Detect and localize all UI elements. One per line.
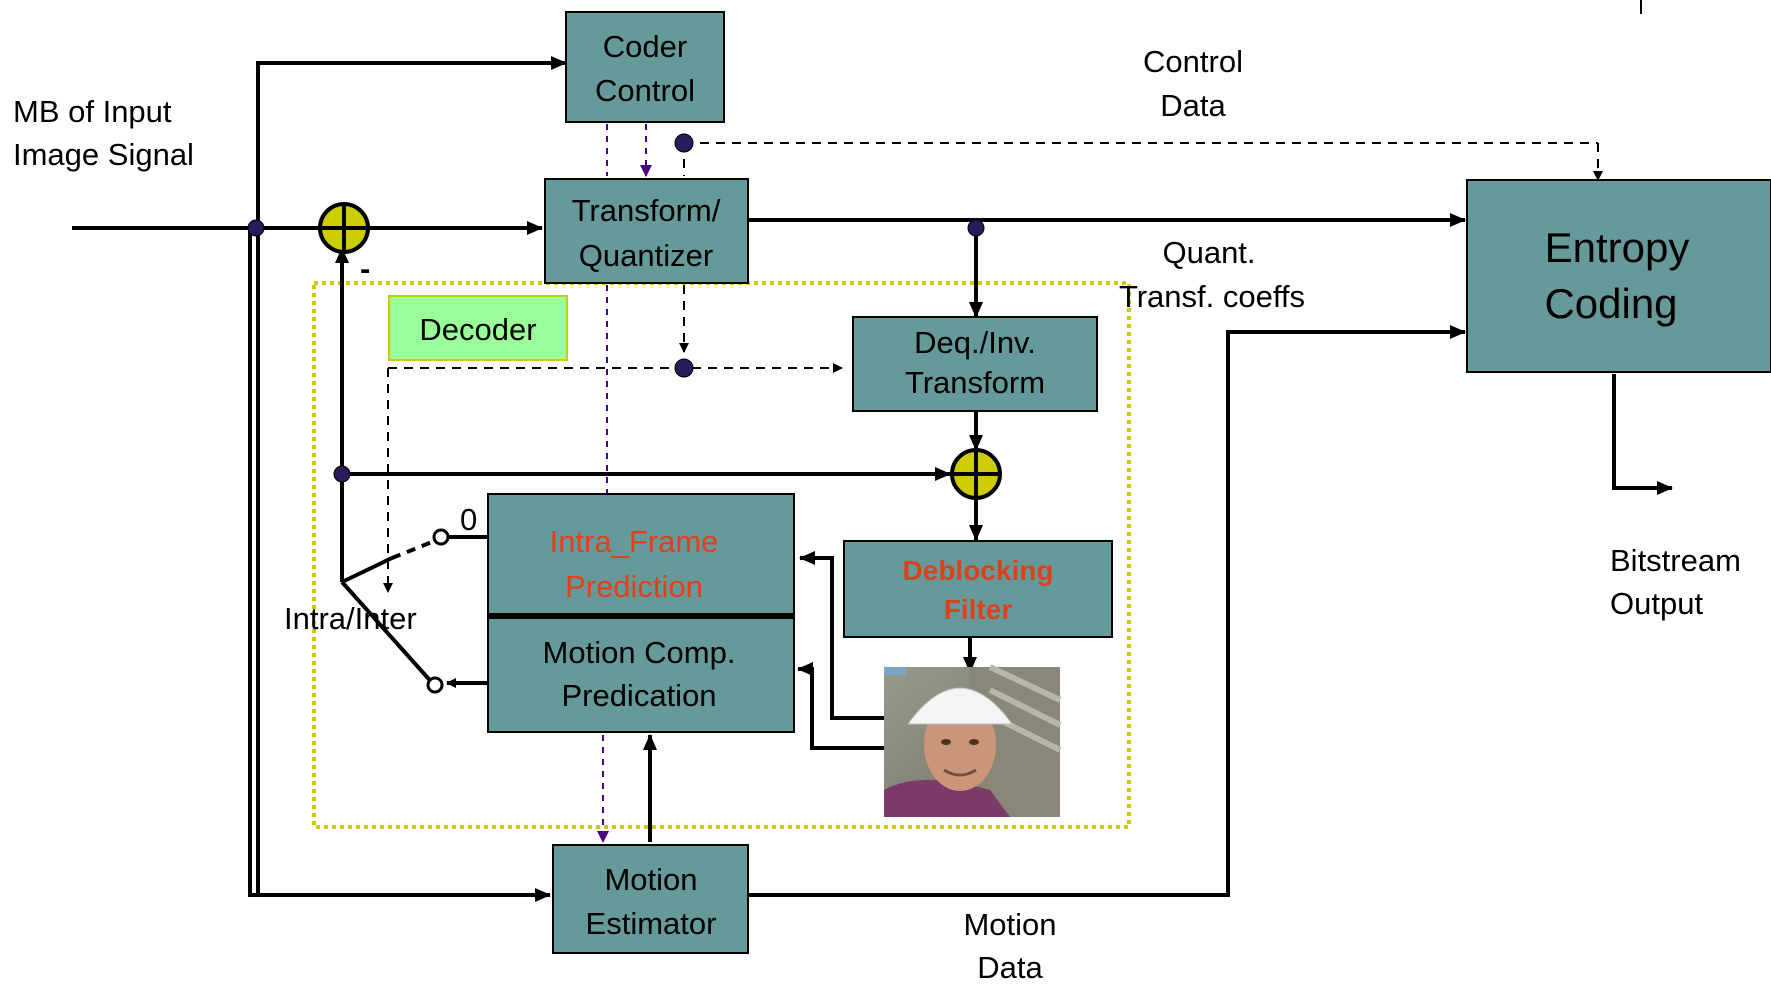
reference-frame-photo [884,664,1062,817]
deq-inv-transform-block: Deq./Inv. Transform [852,316,1098,412]
minus-sign: - [360,251,370,286]
reconstruction-adder [950,448,1002,500]
motion-comp-line2: Predication [561,678,716,713]
input-adder [318,202,370,254]
motion-estimator-block: Motion Estimator [552,844,749,954]
deblocking-filter-block: Deblocking Filter [843,540,1113,638]
junction-dots [247,133,985,483]
motion-est-line1: Motion [604,862,697,897]
transform-line1: Transform/ [572,193,721,228]
input-label-line1: MB of Input [13,94,172,129]
motion-comp-line1: Motion Comp. [543,635,736,670]
motion-data-line2: Data [977,950,1043,984]
switch-contact-inter [426,676,444,694]
transform-quantizer-block: Transform/ Quantizer [544,178,749,284]
bitstream-line2: Output [1610,586,1703,621]
switch-contact-intra [432,528,450,546]
coder-control-line1: Coder [603,29,687,64]
intra-line2: Prediction [565,569,703,604]
entropy-line1: Entropy [1545,224,1690,271]
intra-line1: Intra_Frame [550,524,719,559]
transform-line2: Quantizer [579,238,713,273]
deblock-line1: Deblocking [903,555,1054,586]
deq-line1: Deq./Inv. [914,325,1036,360]
control-data-line1: Control [1143,44,1243,79]
quant-line1: Quant. [1162,235,1255,270]
motion-est-line2: Estimator [586,906,717,941]
decoder-label: Decoder [388,295,568,361]
intra-inter-label: Intra/Inter [284,601,417,636]
coder-control-line2: Control [595,73,695,108]
quant-line2: Transf. coeffs [1119,279,1305,314]
entropy-line2: Coding [1544,280,1677,327]
intra-motion-block: Intra_Frame Prediction Motion Comp. Pred… [487,493,795,733]
control-lines [383,124,1603,843]
input-label-line2: Image Signal [13,137,194,172]
deq-line2: Transform [905,365,1045,400]
motion-data-line1: Motion [963,907,1056,942]
decoder-text: Decoder [419,312,536,347]
control-data-line2: Data [1160,88,1226,123]
deblock-line2: Filter [944,594,1013,625]
coder-control-block: Coder Control [565,11,725,123]
entropy-coding-block: Entropy Coding [1466,179,1771,373]
switch-zero-label: 0 [460,502,477,537]
bitstream-line1: Bitstream [1610,543,1741,578]
